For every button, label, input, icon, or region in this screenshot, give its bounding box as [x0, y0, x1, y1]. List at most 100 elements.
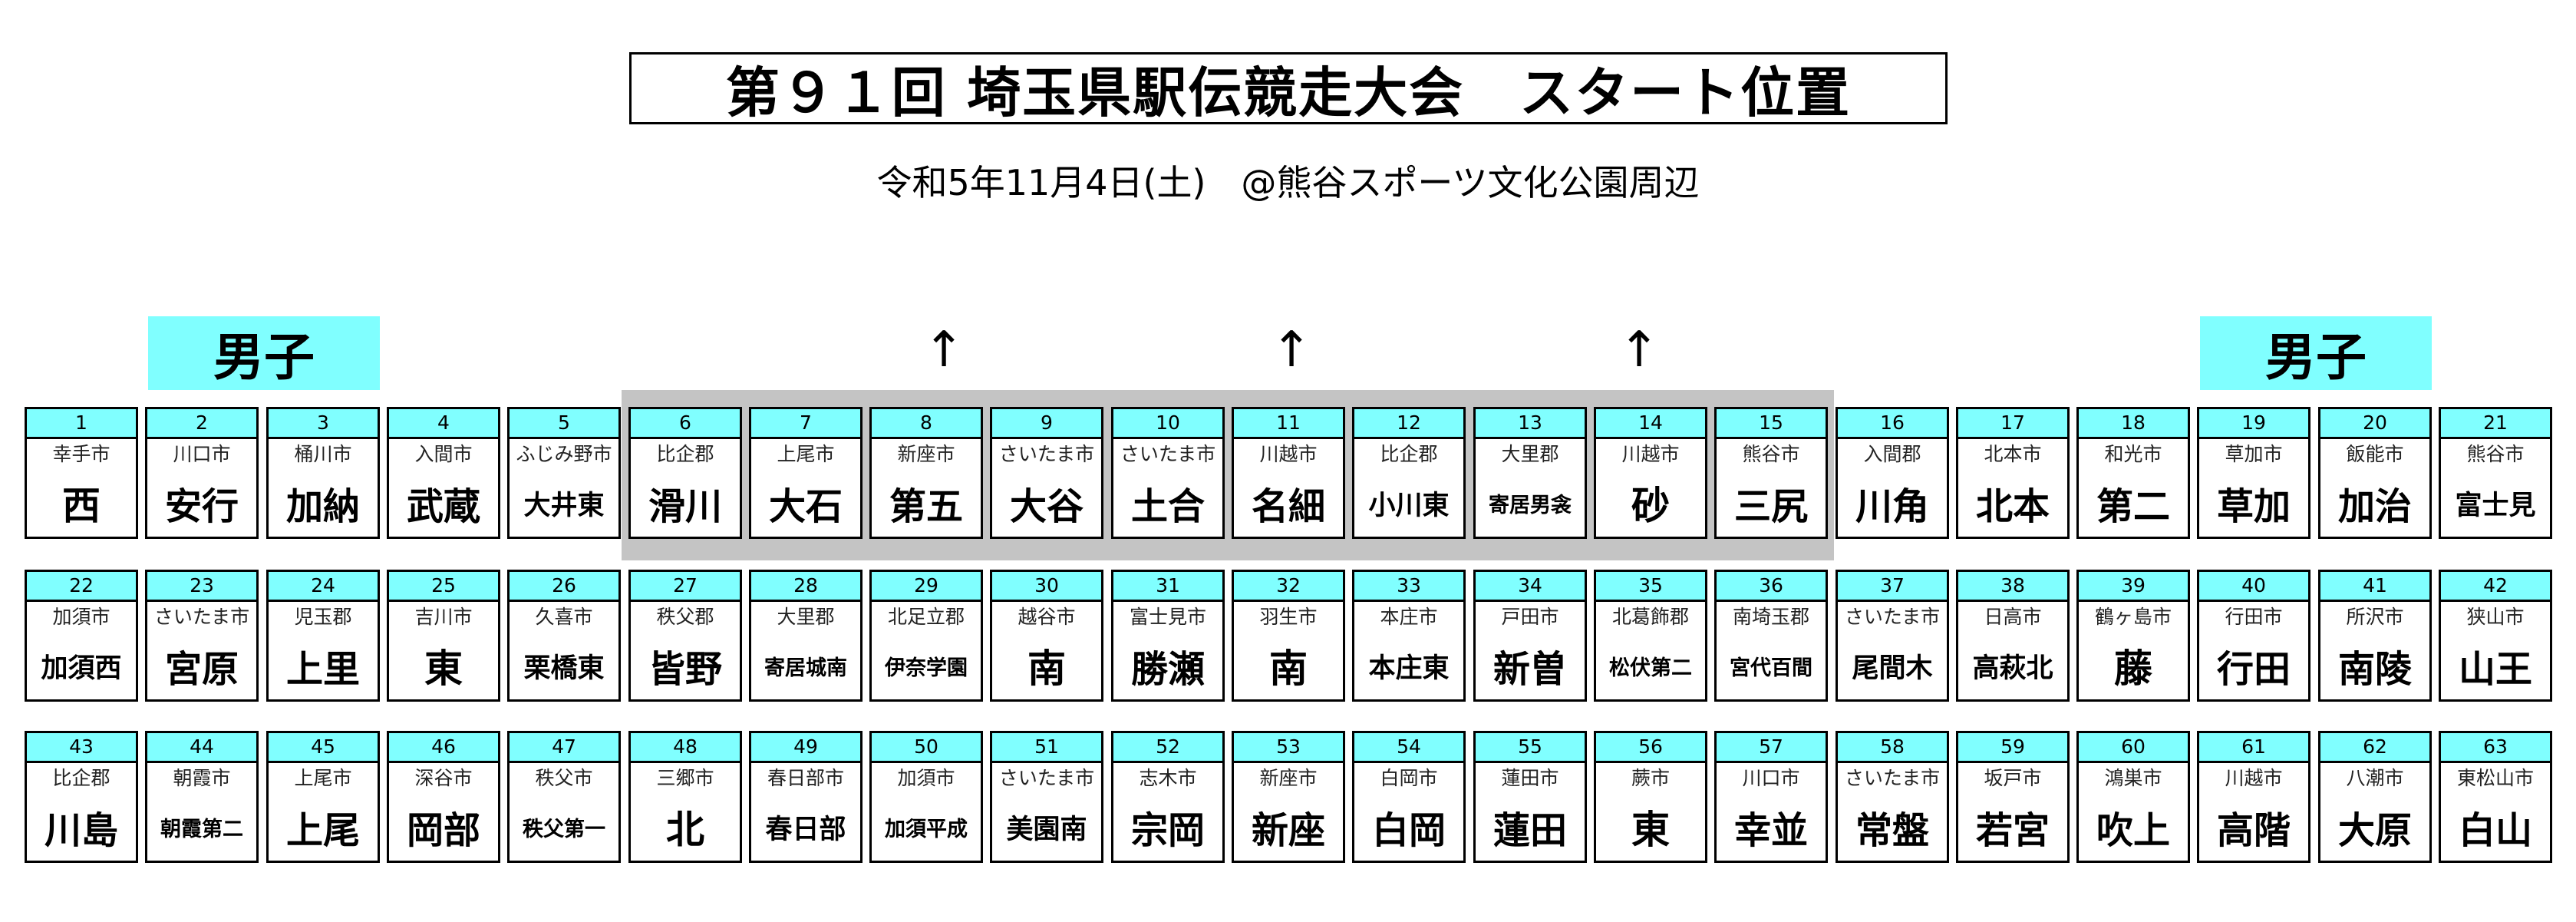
start-number: 56 [1596, 733, 1705, 763]
start-number: 1 [27, 409, 136, 439]
municipality-label: 北本市 [1984, 443, 2042, 465]
team-name: 若宮 [1975, 809, 2050, 852]
team-name: 幸並 [1733, 809, 1808, 852]
start-number: 17 [1958, 409, 2067, 439]
team-name: 加納 [285, 485, 360, 528]
arrow-up-icon: ↑ [923, 322, 965, 378]
municipality-label: さいたま市 [153, 606, 250, 628]
municipality-label: 上尾市 [294, 767, 352, 789]
team-name: 大原 [2337, 809, 2412, 852]
team-name: 寄居男衾 [1489, 493, 1572, 517]
municipality-label: 蕨市 [1631, 767, 1670, 789]
team-name: 伊奈学園 [885, 656, 968, 680]
team-name: 岡部 [406, 809, 480, 852]
start-number: 10 [1113, 409, 1222, 439]
start-number: 31 [1113, 572, 1222, 602]
team-name: 武蔵 [406, 485, 480, 528]
team-name: 高萩北 [1972, 653, 2053, 684]
start-number: 20 [2320, 409, 2429, 439]
team-name: 高階 [2216, 809, 2291, 852]
team-name: 南陵 [2337, 648, 2412, 691]
start-number: 59 [1958, 733, 2067, 763]
team-name: 白岡 [1371, 809, 1446, 852]
team-name: 加須西 [41, 653, 122, 684]
team-name: 上里 [285, 648, 360, 691]
team-name: 東 [424, 646, 463, 691]
team-name: 大井東 [523, 490, 605, 521]
municipality-label: 幸手市 [52, 443, 110, 465]
start-number: 49 [751, 733, 860, 763]
start-number: 9 [992, 409, 1101, 439]
municipality-label: 川口市 [1742, 767, 1800, 789]
start-number: 7 [751, 409, 860, 439]
municipality-label: 川越市 [2225, 767, 2283, 789]
team-name: 常盤 [1855, 809, 1929, 852]
start-number: 22 [27, 572, 136, 602]
municipality-label: ふじみ野市 [516, 443, 612, 465]
start-number: 41 [2320, 572, 2429, 602]
municipality-label: 上尾市 [777, 443, 835, 465]
start-number: 13 [1476, 409, 1585, 439]
start-number: 34 [1476, 572, 1585, 602]
start-number: 28 [751, 572, 860, 602]
municipality-label: 新座市 [1259, 767, 1318, 789]
start-number: 3 [269, 409, 378, 439]
municipality-label: 北葛飾郡 [1611, 606, 1689, 628]
team-name: 大谷 [1009, 485, 1084, 528]
municipality-label: さいたま市 [998, 767, 1095, 789]
start-number: 12 [1354, 409, 1463, 439]
start-number: 8 [872, 409, 981, 439]
team-name: 加須平成 [885, 817, 968, 841]
municipality-label: 草加市 [2225, 443, 2283, 465]
start-number: 38 [1958, 572, 2067, 602]
start-number: 54 [1354, 733, 1463, 763]
municipality-label: 桶川市 [294, 443, 352, 465]
team-name: 新曽 [1492, 648, 1567, 691]
team-name: 宮代百間 [1730, 656, 1812, 680]
start-number: 18 [2079, 409, 2188, 439]
start-number: 16 [1838, 409, 1947, 439]
municipality-label: 八潮市 [2346, 767, 2404, 789]
start-number: 23 [147, 572, 256, 602]
municipality-label: 鴻巣市 [2104, 767, 2162, 789]
start-number: 51 [992, 733, 1101, 763]
team-name: 北 [666, 808, 704, 852]
team-name: 東 [1631, 808, 1670, 852]
start-number: 24 [269, 572, 378, 602]
municipality-label: 加須市 [52, 606, 110, 628]
team-name: 栗橋東 [523, 653, 605, 684]
municipality-label: 比企郡 [656, 443, 714, 465]
municipality-label: 春日部市 [767, 767, 844, 789]
start-number: 19 [2199, 409, 2308, 439]
start-number: 33 [1354, 572, 1463, 602]
start-number: 40 [2199, 572, 2308, 602]
team-cell: 3 桶川市加納 [266, 407, 380, 539]
team-name: 皆野 [648, 648, 722, 691]
municipality-label: 加須市 [897, 767, 955, 789]
municipality-label: 比企郡 [52, 767, 110, 789]
team-name: 新座 [1251, 809, 1325, 852]
municipality-label: 児玉郡 [294, 606, 352, 628]
start-number: 47 [510, 733, 618, 763]
municipality-label: 戸田市 [1501, 606, 1559, 628]
start-number: 26 [510, 572, 618, 602]
team-name: 吹上 [2096, 809, 2170, 852]
event-date-venue: 令和5年11月4日(土) @熊谷スポーツ文化公園周辺 [876, 162, 1700, 203]
team-cell: 34 戸田市新曽 [1473, 570, 1587, 702]
